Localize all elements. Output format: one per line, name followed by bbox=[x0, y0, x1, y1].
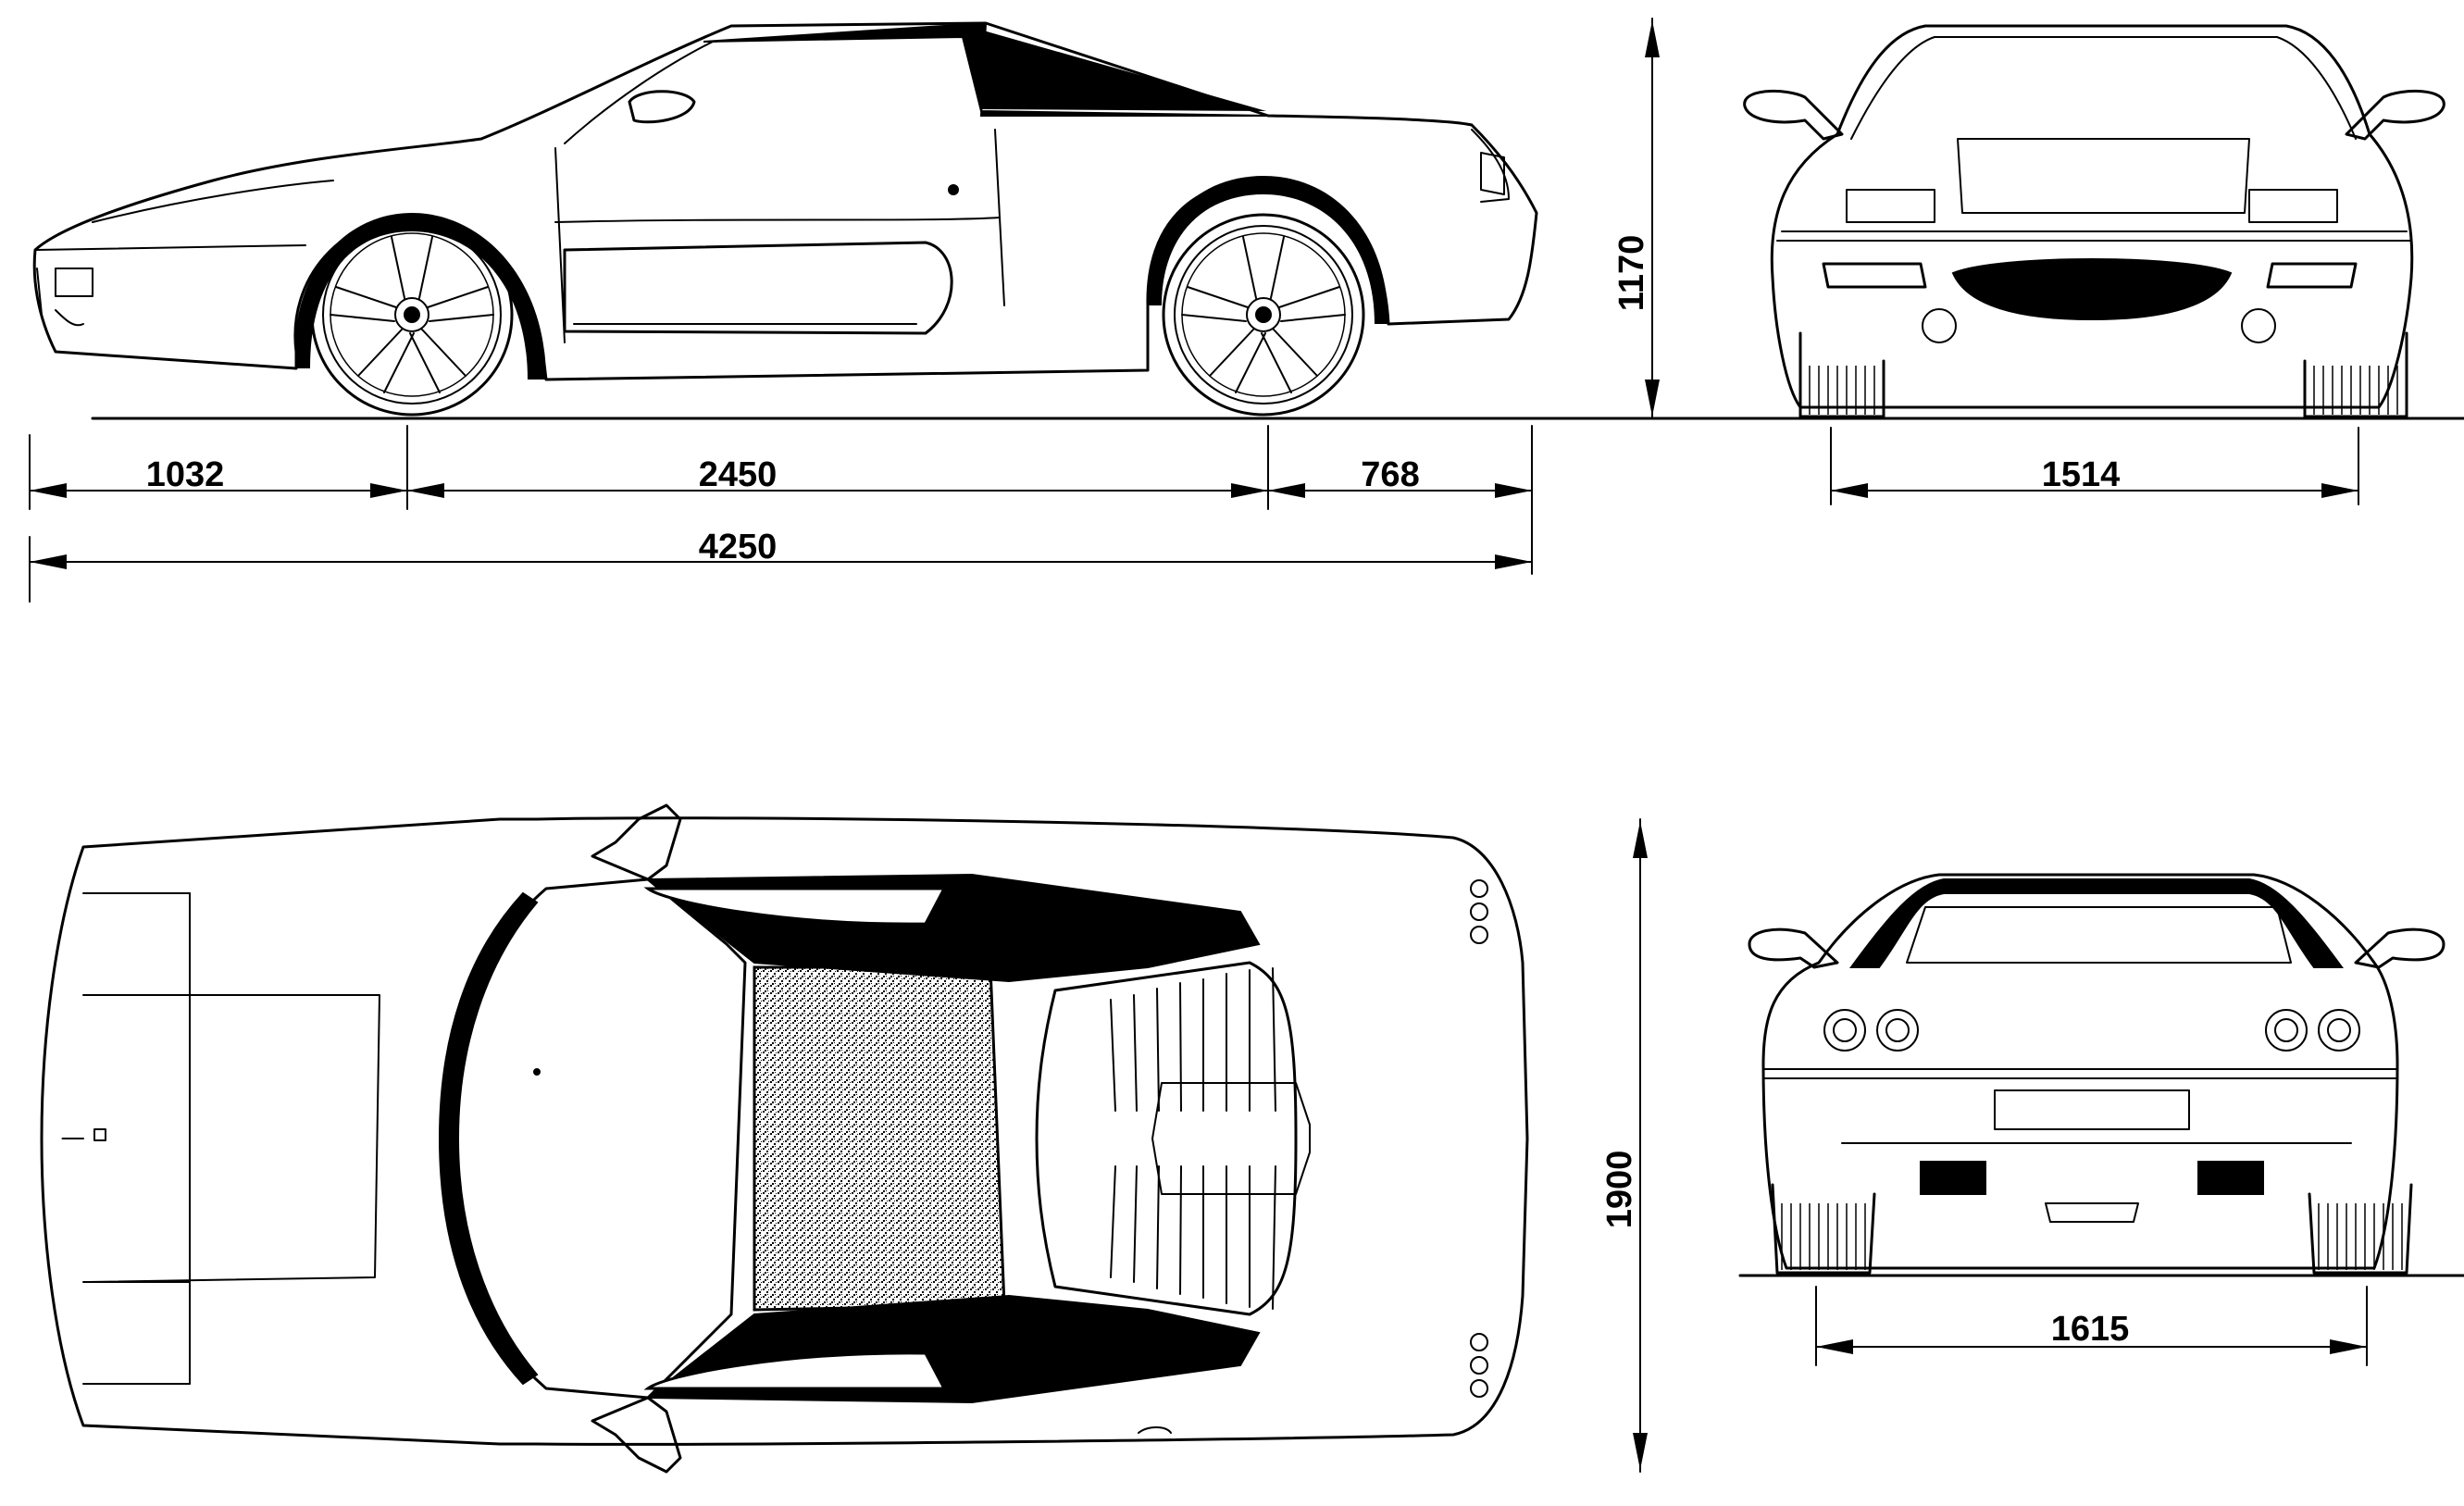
side-view bbox=[32, 21, 2464, 420]
dim-rear-track: 1615 bbox=[2051, 1310, 2130, 1349]
dimension-lines bbox=[29, 18, 2368, 1473]
front-view bbox=[1729, 24, 2464, 420]
dim-front-track: 1514 bbox=[2042, 455, 2121, 494]
dim-overall-length: 4250 bbox=[699, 528, 778, 566]
top-view bbox=[40, 803, 1529, 1474]
dim-rear-overhang: 768 bbox=[1361, 455, 1419, 494]
dim-width: 1900 bbox=[1600, 1151, 1639, 1229]
dim-front-overhang: 1032 bbox=[146, 455, 225, 494]
rear-view bbox=[1738, 873, 2464, 1277]
dim-wheelbase: 2450 bbox=[699, 455, 778, 494]
dim-height: 1170 bbox=[1612, 235, 1651, 311]
